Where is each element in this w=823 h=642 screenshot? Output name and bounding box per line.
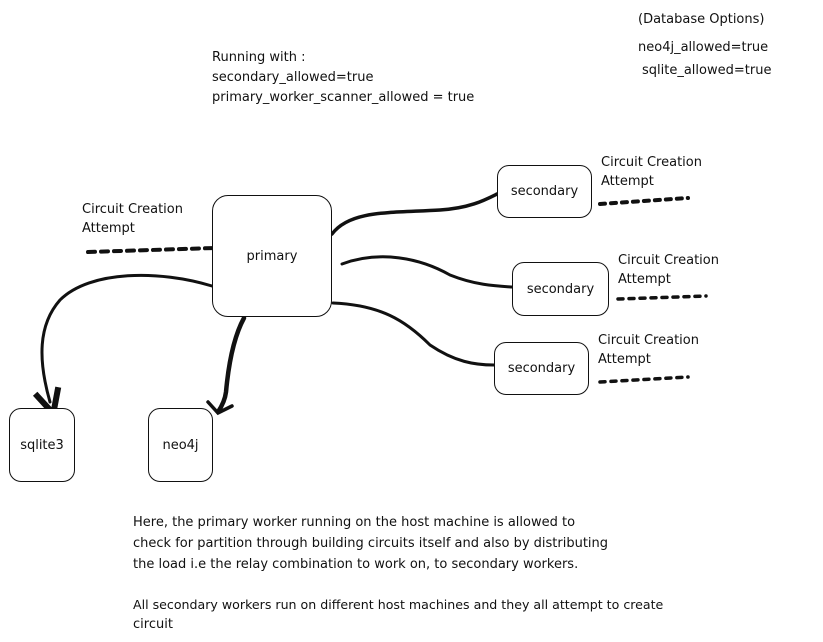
running-with-heading: Running with : <box>212 50 306 65</box>
secondary-node-1: secondary <box>497 165 592 218</box>
attempt-label-primary-line-1: Circuit Creation <box>82 202 183 217</box>
description-p1-line-3: the load i.e the relay combination to wo… <box>133 557 579 572</box>
attempt-dots-secondary-2 <box>616 294 708 301</box>
neo4j-node: neo4j <box>148 408 213 482</box>
database-options-line-2: sqlite_allowed=true <box>642 63 772 78</box>
attempt-label-secondary-1-line-1: Circuit Creation <box>601 155 702 170</box>
description-p1-line-2: check for partition through building cir… <box>133 536 609 551</box>
attempt-label-secondary-2-line-1: Circuit Creation <box>618 253 719 268</box>
attempt-label-secondary-1-line-2: Attempt <box>601 174 654 189</box>
edge-primary-neo4j-arrowhead <box>206 400 234 416</box>
attempt-label-primary-line-2: Attempt <box>82 221 135 236</box>
description-p2-line-1: All secondary workers run on different h… <box>133 597 664 612</box>
edge-primary-secondary-2 <box>340 255 514 289</box>
sqlite-node: sqlite3 <box>9 408 75 482</box>
description-p2-line-2: circuit <box>133 617 173 632</box>
edge-primary-sqlite <box>42 273 214 402</box>
database-options-line-1: neo4j_allowed=true <box>638 40 769 55</box>
attempt-label-secondary-3-line-2: Attempt <box>598 352 651 367</box>
secondary-node-3-label: secondary <box>507 361 576 376</box>
primary-node: primary <box>212 195 332 317</box>
secondary-node-1-label: secondary <box>510 184 579 199</box>
attempt-dots-secondary-3 <box>598 375 690 384</box>
running-with-line-2: primary_worker_scanner_allowed = true <box>212 90 475 105</box>
edge-primary-secondary-1 <box>330 192 499 236</box>
attempt-dots-primary <box>86 246 216 254</box>
primary-node-label: primary <box>246 248 298 264</box>
secondary-node-2-label: secondary <box>526 281 595 297</box>
attempt-label-secondary-2-line-2: Attempt <box>618 272 671 287</box>
edge-primary-neo4j <box>215 315 247 415</box>
sqlite-node-label: sqlite3 <box>20 437 64 453</box>
edge-primary-secondary-3 <box>331 301 496 367</box>
secondary-node-2: secondary <box>512 262 609 316</box>
attempt-dots-secondary-1 <box>598 196 690 206</box>
description-p1-line-1: Here, the primary worker running on the … <box>133 515 576 530</box>
running-with-line-1: secondary_allowed=true <box>212 70 374 85</box>
attempt-label-secondary-3-line-1: Circuit Creation <box>598 333 699 348</box>
secondary-node-3: secondary <box>494 342 589 395</box>
database-options-heading: (Database Options) <box>638 12 765 27</box>
neo4j-node-label: neo4j <box>162 437 199 453</box>
